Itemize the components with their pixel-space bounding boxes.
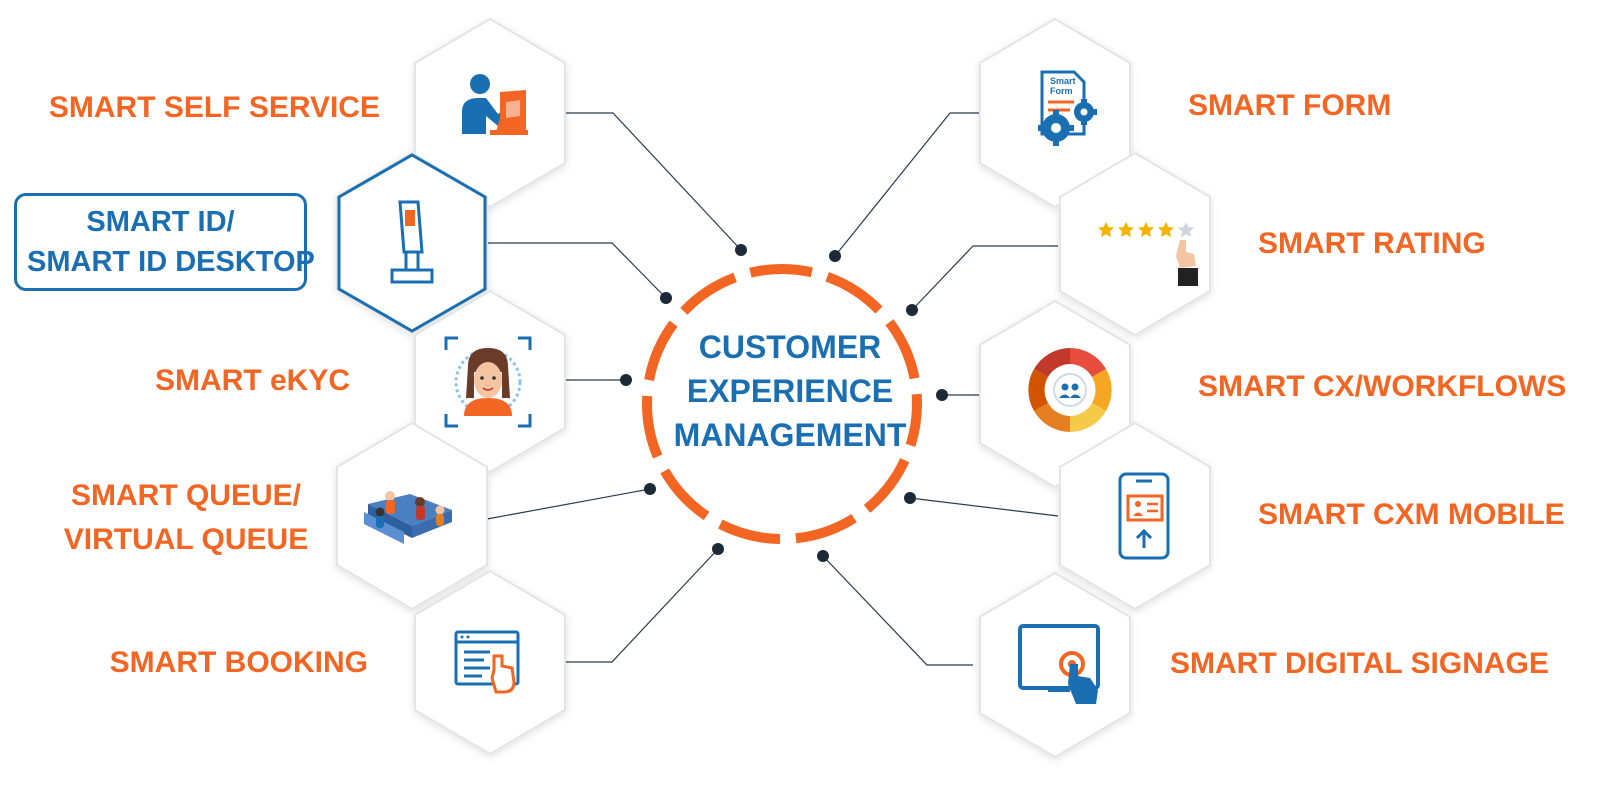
- dot-mobile: [904, 492, 916, 504]
- connector-self-service: [565, 112, 742, 251]
- hex-booking: [414, 569, 566, 756]
- waiting-room-icon[interactable]: [364, 491, 452, 544]
- self-service-kiosk-user-icon[interactable]: [462, 74, 528, 135]
- label-smart-booking[interactable]: SMART BOOKING: [109, 646, 368, 679]
- hex-smart-id: [336, 151, 488, 335]
- label-smart-rating[interactable]: SMART RATING: [1258, 227, 1486, 260]
- connector-rating: [911, 245, 1058, 311]
- label-smart-id-line-2: SMART ID DESKTOP: [27, 246, 315, 278]
- smart-form-gears-icon[interactable]: Smart Form: [1038, 70, 1097, 146]
- workflow-cycle-icon[interactable]: [1028, 348, 1112, 432]
- center-title: CUSTOMER EXPERIENCE MANAGEMENT: [665, 325, 915, 457]
- center-title-line-3: MANAGEMENT: [673, 417, 907, 453]
- connector-signage: [822, 555, 973, 666]
- mobile-id-upload-icon[interactable]: [1118, 472, 1170, 560]
- label-smart-form[interactable]: SMART FORM: [1188, 89, 1392, 122]
- face-scan-icon[interactable]: [444, 336, 532, 428]
- label-smart-cx-workflows[interactable]: SMART CX/WORKFLOWS: [1198, 370, 1567, 403]
- dot-booking: [712, 543, 724, 555]
- dot-workflows: [936, 389, 948, 401]
- dot-signage: [817, 550, 829, 562]
- dot-queue: [644, 483, 656, 495]
- label-smart-self-service[interactable]: SMART SELF SERVICE: [48, 91, 380, 124]
- dot-rating: [906, 304, 918, 316]
- hex-rating: [1059, 151, 1211, 337]
- center-title-line-2: EXPERIENCE: [686, 373, 894, 409]
- touch-screen-tablet-icon[interactable]: [1018, 624, 1100, 704]
- connector-queue: [486, 488, 651, 520]
- star-rating-hand-icon[interactable]: [1098, 222, 1198, 286]
- dot-self-service: [735, 244, 747, 256]
- label-smart-ekyc[interactable]: SMART eKYC: [154, 364, 350, 397]
- label-smart-id-selected[interactable]: SMART ID/ SMART ID DESKTOP: [14, 193, 315, 291]
- connector-booking: [565, 548, 719, 663]
- connector-lines: [486, 112, 1059, 666]
- connector-dots: [620, 244, 948, 562]
- smart-form-icon-text-1: Smart: [1050, 76, 1076, 86]
- center-title-line-1: CUSTOMER: [698, 329, 882, 365]
- center-ring: [642, 264, 922, 544]
- hex-smart-id-selected-outline: [337, 153, 487, 333]
- label-smart-id-line-1: SMART ID/: [86, 206, 235, 238]
- connector-smart-id: [487, 242, 667, 299]
- label-smart-cxm-mobile[interactable]: SMART CXM MOBILE: [1258, 498, 1565, 531]
- label-smart-queue-line-2: VIRTUAL QUEUE: [63, 523, 309, 556]
- dot-smart-id: [660, 292, 672, 304]
- smart-form-icon-text-2: Form: [1050, 86, 1073, 96]
- label-smart-queue[interactable]: SMART QUEUE/ VIRTUAL QUEUE: [56, 474, 316, 562]
- standing-kiosk-icon[interactable]: [390, 200, 434, 284]
- connector-mobile: [909, 497, 1059, 517]
- online-booking-icon[interactable]: [454, 630, 520, 694]
- dot-form: [829, 250, 841, 262]
- dot-ekyc: [620, 374, 632, 386]
- label-smart-queue-line-1: SMART QUEUE/: [70, 479, 301, 512]
- connector-form: [834, 112, 980, 257]
- label-smart-digital-signage[interactable]: SMART DIGITAL SIGNAGE: [1170, 647, 1549, 680]
